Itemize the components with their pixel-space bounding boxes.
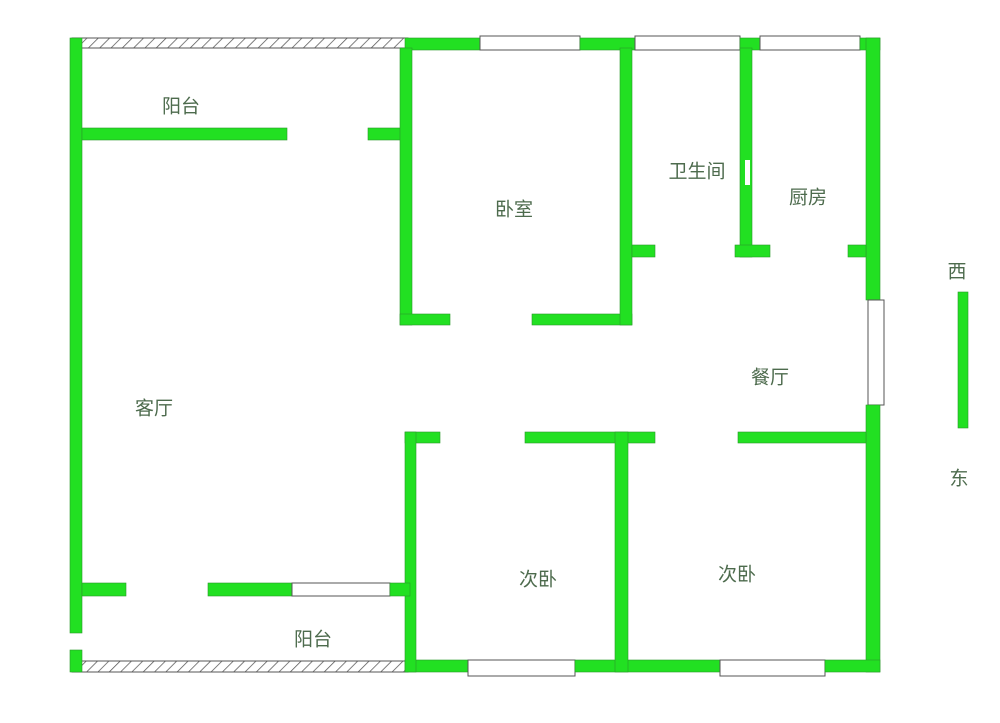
wall-east-1 [865,37,881,301]
room-label-dining: 餐厅 [750,366,790,389]
balcony-bottom-railing [71,660,409,673]
room-label-balcony-bottom: 阳台 [293,628,333,651]
wall-kitchen-stub [847,244,867,258]
wall-bath-kitchen [739,47,753,258]
compass-line [957,291,969,429]
window-balcony-bottom [291,582,391,597]
room-label-kitchen: 厨房 [788,186,828,209]
wall-east-2 [865,404,881,673]
window-dining [867,299,885,406]
compass-west-label: 西 [947,260,967,283]
room-label-second-bedroom-2: 次卧 [717,563,757,586]
wall-south-2 [574,659,721,673]
wall-middle-2 [524,431,656,444]
window-bathroom [634,35,741,51]
window-kitchen [759,35,861,51]
wall-balcony-top-stub [367,127,406,141]
wall-south-3 [824,659,881,673]
wall-west-stub [69,649,83,673]
wall-balcony-top [81,127,288,141]
wall-balcony-bottom-2 [207,582,293,597]
wall-bedroom-east [619,47,633,326]
balcony-top-railing [71,37,409,49]
wall-bedroom-south-2 [531,313,633,326]
room-label-bathroom: 卫生间 [668,160,726,183]
wall-bedroom-west [399,47,413,326]
wall-door-mark [745,160,750,185]
room-label-balcony-top: 阳台 [161,95,201,118]
wall-west [69,37,83,634]
wall-second-bedroom-west [404,431,417,673]
window-second-bedroom-1 [467,659,576,677]
wall-second-bedrooms-divider [614,431,629,673]
room-label-bedroom: 卧室 [494,198,534,221]
room-label-second-bedroom-1: 次卧 [518,568,558,591]
room-label-living: 客厅 [134,397,174,420]
wall-bedroom-south-1 [399,313,451,326]
wall-bathroom-stub [631,244,656,258]
window-bedroom [479,35,581,51]
wall-balcony-bottom-3 [389,582,411,597]
wall-north-1 [404,37,481,51]
wall-bath-kitchen-stub [734,244,771,258]
window-second-bedroom-2 [719,659,826,677]
wall-balcony-bottom-1 [81,582,127,597]
compass-east-label: 东 [949,467,969,490]
wall-middle-3 [737,431,867,444]
